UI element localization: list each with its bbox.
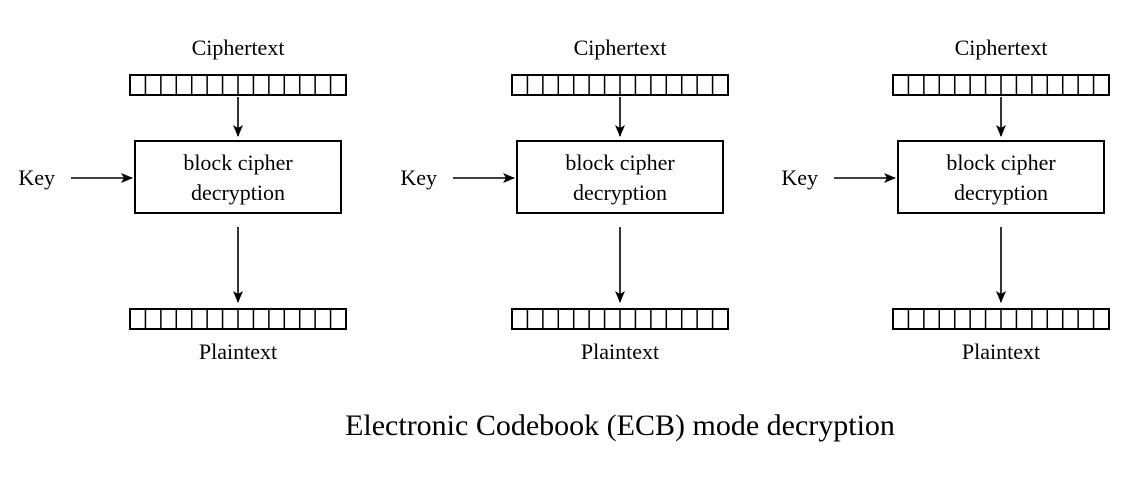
ciphertext-label: Ciphertext — [955, 35, 1048, 60]
plaintext-register — [511, 308, 729, 330]
key-label: Key — [18, 165, 55, 190]
ciphertext-register — [129, 74, 347, 96]
plaintext-register — [129, 308, 347, 330]
block-cipher-box — [134, 140, 342, 214]
ecb-block-3: Ciphertext block cipher decryption KeyPlain… — [781, 35, 1110, 364]
block-cipher-box — [516, 140, 724, 214]
plaintext-register — [892, 308, 1110, 330]
ciphertext-label: Ciphertext — [192, 35, 285, 60]
ciphertext-register — [511, 74, 729, 96]
cipher-name-line2: decryption — [954, 180, 1048, 205]
cipher-name-line2: decryption — [191, 180, 285, 205]
ecb-block-2: Ciphertext block cipher decryption KeyPlain… — [400, 35, 729, 364]
key-label: Key — [400, 165, 437, 190]
cipher-name-line1: block cipher — [565, 150, 675, 175]
diagram-caption: Electronic Codebook (ECB) mode decryptio… — [345, 409, 895, 442]
cipher-name-line1: block cipher — [946, 150, 1056, 175]
ciphertext-label: Ciphertext — [574, 35, 667, 60]
key-label: Key — [781, 165, 818, 190]
blocks-layer: Ciphertext block cipher decryption KeyPlain… — [18, 35, 1110, 364]
plaintext-label: Plaintext — [581, 339, 659, 364]
cipher-name-line1: block cipher — [183, 150, 293, 175]
ecb-block-1: Ciphertext block cipher decryption KeyPlain… — [18, 35, 347, 364]
plaintext-label: Plaintext — [199, 339, 277, 364]
cipher-name-line2: decryption — [573, 180, 667, 205]
ciphertext-register — [892, 74, 1110, 96]
plaintext-label: Plaintext — [962, 339, 1040, 364]
block-cipher-box — [897, 140, 1105, 214]
